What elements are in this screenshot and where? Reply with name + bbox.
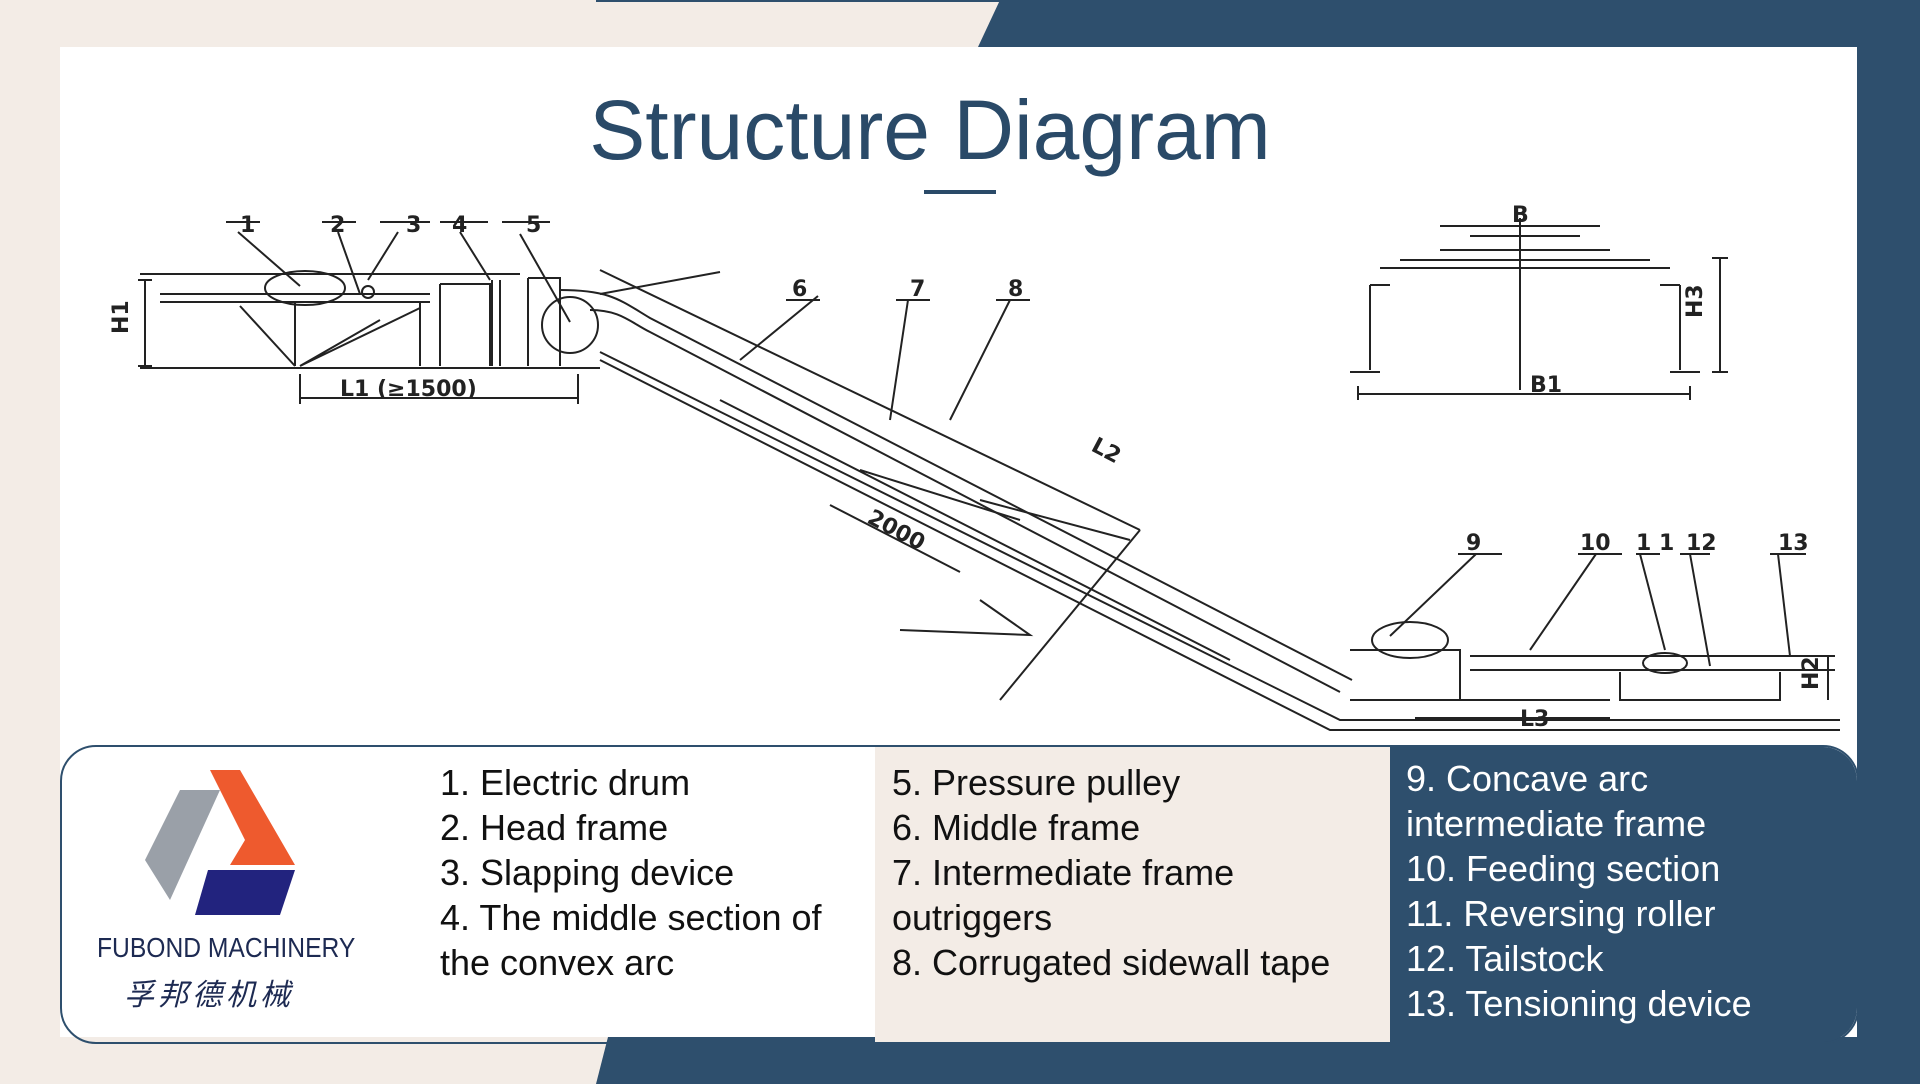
dim-b1: B1 <box>1530 373 1562 398</box>
legend-item-8: 8. Corrugated sidewall tape <box>892 942 1331 983</box>
brand-name-cn: 孚邦德机械 <box>124 979 294 1012</box>
part-label-5: 5 <box>526 213 541 238</box>
title-underline <box>924 190 996 194</box>
legend-item-7: 7. Intermediate frame outriggers <box>892 852 1235 938</box>
part-label-6: 6 <box>792 277 807 302</box>
part-label-10: 10 <box>1580 531 1611 556</box>
dim-2000: 2000 <box>863 505 929 556</box>
bottom-navy-panel <box>596 1037 1920 1084</box>
part-label-11: 1 1 <box>1636 531 1674 556</box>
brand-name-en: FUBOND MACHINERY <box>97 932 356 963</box>
part-label-13: 13 <box>1778 531 1809 556</box>
legend-col2-background <box>875 747 1450 1042</box>
dim-l2: L2 <box>1087 433 1125 469</box>
page-title: Structure Diagram <box>589 83 1271 177</box>
part-label-1: 1 <box>240 213 255 238</box>
dim-l1: L1 (≥1500) <box>340 377 477 402</box>
dim-h2: H2 <box>1799 656 1824 690</box>
legend-item-6: 6. Middle frame <box>892 807 1141 848</box>
part-label-7: 7 <box>910 277 925 302</box>
legend-column-1: 1. Electric drum 2. Head frame 3. Slappi… <box>440 760 860 985</box>
legend-item-5: 5. Pressure pulley <box>892 762 1181 803</box>
part-label-3: 3 <box>406 213 421 238</box>
dim-h1: H1 <box>109 300 134 334</box>
legend-item-9: 9. Concave arc intermediate frame <box>1406 758 1707 844</box>
legend-item-13: 13. Tensioning device <box>1406 983 1752 1024</box>
legend-item-3: 3. Slapping device <box>440 852 735 893</box>
right-navy-strip <box>1857 0 1920 1084</box>
legend-column-2: 5. Pressure pulley 6. Middle frame 7. In… <box>892 760 1372 985</box>
dim-l3: L3 <box>1520 707 1549 732</box>
dim-h3: H3 <box>1683 284 1708 318</box>
legend-column-3: 9. Concave arc intermediate frame 10. Fe… <box>1406 756 1846 1026</box>
top-right-navy-panel <box>978 0 1920 47</box>
legend-item-2: 2. Head frame <box>440 807 669 848</box>
legend-item-12: 12. Tailstock <box>1406 938 1604 979</box>
legend-item-4: 4. The middle section of the convex arc <box>440 897 822 983</box>
legend-item-1: 1. Electric drum <box>440 762 691 803</box>
legend-col3-background <box>1390 747 1857 1042</box>
conveyor-structure-drawing: 1 2 3 4 5 6 7 8 9 10 1 1 12 13 H1 L1 (≥1… <box>109 203 1840 732</box>
dim-b: B <box>1512 203 1529 228</box>
legend-item-11: 11. Reversing roller <box>1406 893 1716 934</box>
part-label-2: 2 <box>330 213 345 238</box>
part-label-8: 8 <box>1008 277 1023 302</box>
part-label-9: 9 <box>1466 531 1481 556</box>
legend-item-10: 10. Feeding section <box>1406 848 1721 889</box>
part-label-12: 12 <box>1686 531 1717 556</box>
fubond-logo-icon <box>145 770 295 915</box>
title-area: Structure Diagram <box>0 75 1860 185</box>
legend-panel <box>60 745 1859 1044</box>
part-label-4: 4 <box>452 213 467 238</box>
